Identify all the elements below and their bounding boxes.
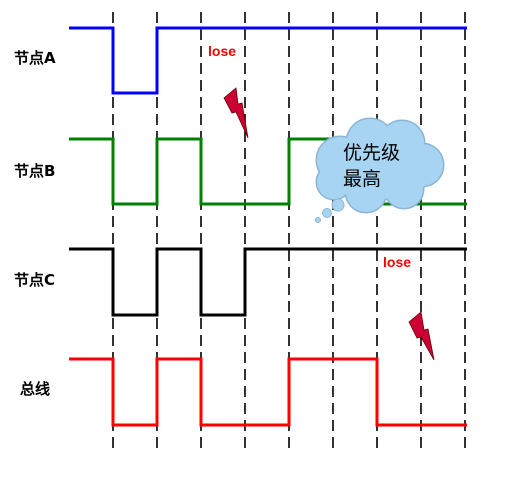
lose-label-node-a: lose xyxy=(208,43,236,59)
cloud-text-line1: 优先级 xyxy=(343,142,400,164)
node-b-label: 节点B xyxy=(14,162,55,180)
lightning-icon xyxy=(408,311,435,361)
lose-label-node-c: lose xyxy=(383,254,411,270)
node-c-waveform xyxy=(69,247,467,317)
bus-label: 总线 xyxy=(20,380,50,398)
node-c-label: 节点C xyxy=(14,271,55,289)
lightning-icon xyxy=(223,87,249,139)
node-a-waveform xyxy=(69,26,467,95)
bus-waveform xyxy=(69,357,467,427)
node-a-label: 节点A xyxy=(14,49,56,67)
cloud-text-line2: 最高 xyxy=(343,168,381,190)
thought-cloud: 优先级 最高 xyxy=(315,117,445,223)
